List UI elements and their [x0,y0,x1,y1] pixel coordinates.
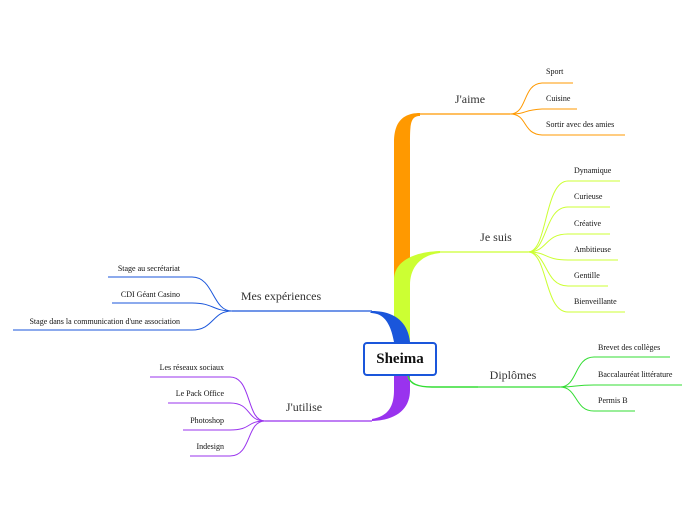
connectors-diplomes [559,356,682,412]
connectors-jutilise [150,376,266,457]
root-node: Sheima [363,342,437,376]
leaf-sortir: Sortir avec des amies [546,120,614,129]
connectors-jaime [509,82,625,136]
leaf-permis: Permis B [598,396,628,405]
leaf-baccalaureat: Baccalauréat littérature [598,370,673,379]
branch-label-jaime: J'aime [455,92,485,106]
trunk-diplomes [407,375,478,388]
leaf-cuisine: Cuisine [546,94,571,103]
connectors-jesuis [527,180,625,313]
branch-label-jesuis: Je suis [480,230,512,244]
leaf-reseaux-sociaux: Les réseaux sociaux [160,363,224,372]
leaf-brevet: Brevet des collèges [598,343,660,352]
root-label: Sheima [376,350,424,367]
leaf-stage-communication: Stage dans la communication d'une associ… [29,317,180,326]
leaf-gentille: Gentille [574,271,600,280]
leaf-cdi-geant-casino: CDI Géant Casino [121,290,180,299]
leaf-ambitieuse: Ambitieuse [574,245,611,254]
trunk-jesuis [394,251,440,342]
leaf-creative: Créative [574,219,602,228]
leaf-curieuse: Curieuse [574,192,603,201]
leaf-sport: Sport [546,67,564,76]
connectors-experiences [13,276,233,331]
branch-label-diplomes: Diplômes [490,368,537,382]
trunk-jutilise [372,376,410,421]
branch-label-jutilise: J'utilise [286,400,322,414]
leaf-pack-office: Le Pack Office [176,389,225,398]
leaf-dynamique: Dynamique [574,166,612,175]
leaf-bienveillante: Bienveillante [574,297,617,306]
branch-label-experiences: Mes expériences [241,289,322,303]
leaf-photoshop: Photoshop [190,416,224,425]
leaf-stage-secretariat: Stage au secrétariat [118,264,181,273]
trunk-experiences [370,311,410,342]
leaf-indesign: Indesign [196,442,224,451]
